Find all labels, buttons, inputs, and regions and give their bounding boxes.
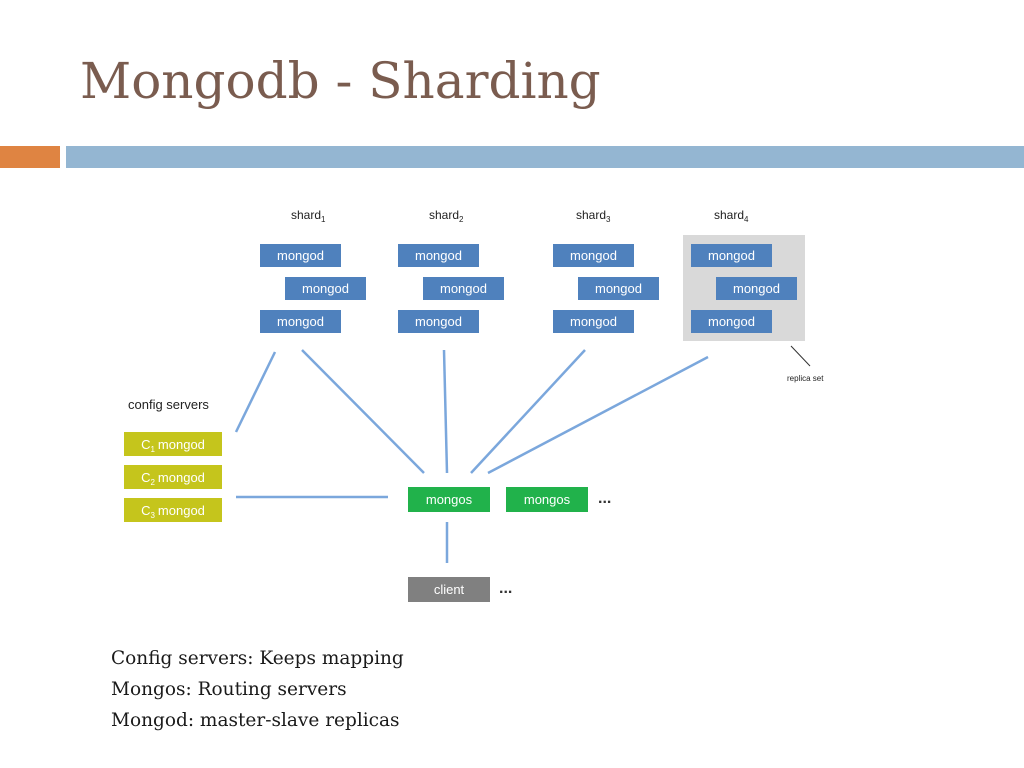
- shard-3-mongod-1-label: mongod: [570, 248, 617, 263]
- client-label: client: [434, 582, 465, 597]
- shard-2-mongod-3: [398, 310, 479, 333]
- client-box: [408, 577, 490, 602]
- shard-2-group: mongod mongod mongod: [398, 244, 504, 333]
- shard-4-label: shard4: [714, 208, 749, 224]
- accent-bar-blue: [66, 146, 1024, 168]
- shard-4-mongod-3: [691, 310, 772, 333]
- connector-shard4-mongos: [487, 355, 709, 475]
- notes-list: Config servers: Keeps mapping Mongos: Ro…: [111, 643, 404, 736]
- connector-shard1-mongos: [301, 349, 425, 474]
- shard-1-mongod-2: [285, 277, 366, 300]
- note-mongod: Mongod: master-slave replicas: [111, 710, 400, 731]
- shard-1-group: mongod mongod mongod: [260, 244, 366, 333]
- shard-3-mongod-3: [553, 310, 634, 333]
- note-mongos: Mongos: Routing servers: [111, 679, 347, 700]
- replica-set-label: replica set: [787, 374, 824, 383]
- shard-3-label: shard3: [576, 208, 611, 224]
- mongos-router-1-label: mongos: [426, 492, 473, 507]
- connector-shard1-config: [234, 351, 277, 433]
- replica-set-pointer: [790, 345, 811, 367]
- shard-1-mongod-1-label: mongod: [277, 248, 324, 263]
- shard-3-group: mongod mongod mongod: [553, 244, 659, 333]
- config-server-3-box: [124, 498, 222, 522]
- shard-4-mongod-1: [691, 244, 772, 267]
- shard-1-mongod-1: [260, 244, 341, 267]
- client-ellipsis: ...: [499, 580, 512, 597]
- shard-3-mongod-1: [553, 244, 634, 267]
- mongos-router-2-label: mongos: [524, 492, 571, 507]
- shard-4-mongod-2: [716, 277, 797, 300]
- shard-1-mongod-3: [260, 310, 341, 333]
- connector-shard2-mongos: [442, 349, 449, 474]
- note-config-servers: Config servers: Keeps mapping: [111, 648, 404, 669]
- shard-3-mongod-2: [578, 277, 659, 300]
- shard-1-label: shard1: [291, 208, 326, 224]
- shard-4-group: mongod mongod mongod: [691, 244, 797, 333]
- slide-title: Mongodb - Sharding: [80, 52, 601, 110]
- shard-3-mongod-2-label: mongod: [595, 281, 642, 296]
- accent-bar-orange: [0, 146, 60, 168]
- shard-1-mongod-3-label: mongod: [277, 314, 324, 329]
- connector-shard3-mongos: [470, 349, 586, 474]
- shard-2-mongod-3-label: mongod: [415, 314, 462, 329]
- shard-4-mongod-2-label: mongod: [733, 281, 780, 296]
- mongos-router-2: [506, 487, 588, 512]
- config-server-2-box: [124, 465, 222, 489]
- shard-4-mongod-3-label: mongod: [708, 314, 755, 329]
- config-servers-label: config servers: [128, 397, 209, 412]
- shard-2-mongod-2-label: mongod: [440, 281, 487, 296]
- shard-2-label: shard2: [429, 208, 464, 224]
- config-server-1-box: [124, 432, 222, 456]
- connector-lines: [234, 349, 709, 563]
- shard-1-mongod-2-label: mongod: [302, 281, 349, 296]
- shard-2-mongod-1: [398, 244, 479, 267]
- mongos-router-1: [408, 487, 490, 512]
- shard-2-mongod-1-label: mongod: [415, 248, 462, 263]
- shard-3-mongod-3-label: mongod: [570, 314, 617, 329]
- mongos-ellipsis: ...: [598, 490, 611, 507]
- shard-4-mongod-1-label: mongod: [708, 248, 755, 263]
- shard-2-mongod-2: [423, 277, 504, 300]
